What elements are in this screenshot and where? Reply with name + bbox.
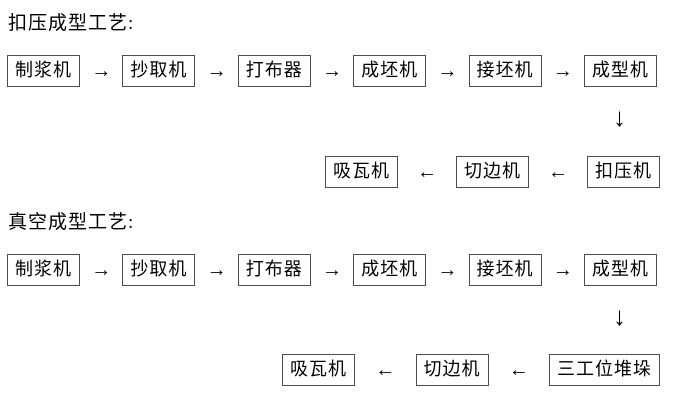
- process-box: 吸瓦机: [325, 156, 398, 188]
- arrow-down-icon: ↓: [613, 302, 626, 331]
- arrow-right-icon: →: [206, 259, 227, 281]
- arrow-right-icon: →: [206, 60, 227, 82]
- arrow-right-icon: →: [91, 60, 112, 82]
- section-title-vacuum-forming: 真空成型工艺:: [8, 212, 135, 233]
- process-box: 成坯机: [353, 55, 427, 87]
- arrow-left-icon: ←: [375, 359, 396, 381]
- arrow-right-icon: →: [552, 60, 573, 82]
- process-box: 打布器: [237, 55, 311, 87]
- arrow-left-icon: ←: [417, 161, 437, 183]
- arrow-right-icon: →: [321, 60, 342, 82]
- arrow-right-icon: →: [437, 259, 458, 281]
- arrow-left-icon: ←: [508, 359, 529, 381]
- press-main-flow-row: 制浆机 → 抄取机 → 打布器 → 成坯机 → 接坯机 → 成型机: [7, 55, 657, 87]
- process-box: 切边机: [415, 354, 489, 386]
- process-box: 制浆机: [7, 254, 80, 286]
- process-box: 打布器: [237, 254, 311, 286]
- section-title-press-forming: 扣压成型工艺:: [8, 13, 135, 34]
- process-box: 三工位堆垛: [549, 354, 660, 386]
- arrow-right-icon: →: [91, 259, 112, 281]
- process-box: 扣压机: [587, 156, 660, 188]
- process-box: 成型机: [583, 254, 657, 286]
- arrow-right-icon: →: [321, 259, 342, 281]
- process-box: 切边机: [456, 156, 529, 188]
- arrow-down-icon: ↓: [613, 103, 626, 132]
- press-return-flow-row: 吸瓦机 ← 切边机 ← 扣压机: [325, 156, 660, 188]
- process-box: 吸瓦机: [282, 354, 355, 386]
- process-box: 接坯机: [468, 55, 542, 87]
- vacuum-main-flow-row: 制浆机 → 抄取机 → 打布器 → 成坯机 → 接坯机 → 成型机: [7, 254, 657, 286]
- arrow-right-icon: →: [437, 60, 458, 82]
- process-box: 接坯机: [468, 254, 542, 286]
- arrow-right-icon: →: [552, 259, 573, 281]
- arrow-left-icon: ←: [548, 161, 568, 183]
- process-box: 抄取机: [122, 55, 196, 87]
- process-box: 成坯机: [353, 254, 427, 286]
- process-box: 抄取机: [122, 254, 196, 286]
- vacuum-return-flow-row: 吸瓦机 ← 切边机 ← 三工位堆垛: [282, 354, 660, 386]
- process-box: 制浆机: [7, 55, 80, 87]
- process-box: 成型机: [583, 55, 657, 87]
